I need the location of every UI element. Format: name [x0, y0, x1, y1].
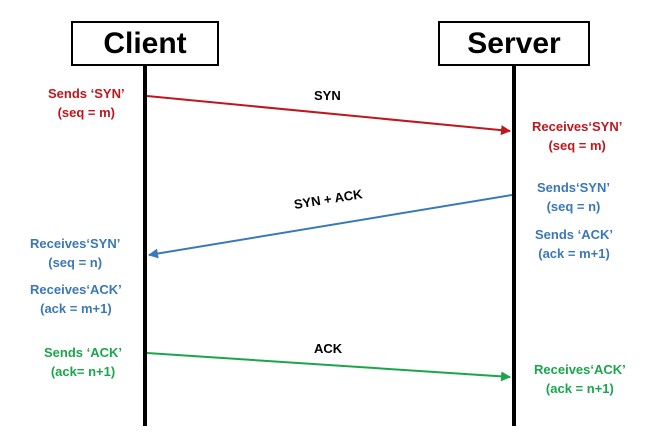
client-title: Client: [103, 26, 187, 60]
ack-message-label: ACK: [314, 341, 343, 356]
server-note-sends-syn: Sends‘SYN’ (seq = n): [537, 180, 610, 214]
client-lifeline: [143, 66, 147, 426]
server-title: Server: [467, 26, 561, 60]
server-note-receives-syn: Receives‘SYN’ (seq = m): [532, 119, 623, 153]
server-box: Server: [438, 21, 590, 66]
client-note-sends-ack: Sends ‘ACK’ (ack= n+1): [44, 345, 123, 379]
ack-arrow: [146, 352, 511, 382]
client-note-receives-ack: Receives‘ACK’ (ack = m+1): [30, 282, 122, 316]
server-note-sends-ack: Sends ‘ACK’ (ack = m+1): [535, 227, 614, 261]
syn-message-label: SYN: [314, 88, 341, 103]
synack-arrow: [148, 194, 513, 259]
syn-arrow: [146, 95, 511, 136]
server-lifeline: [512, 66, 516, 426]
server-note-receives-ack: Receives‘ACK’ (ack = n+1): [534, 362, 626, 396]
client-note-receives-syn: Receives‘SYN’ (seq = n): [30, 236, 121, 270]
client-note-sends-syn: Sends ‘SYN’ (seq = m): [48, 86, 125, 120]
client-box: Client: [71, 21, 219, 66]
